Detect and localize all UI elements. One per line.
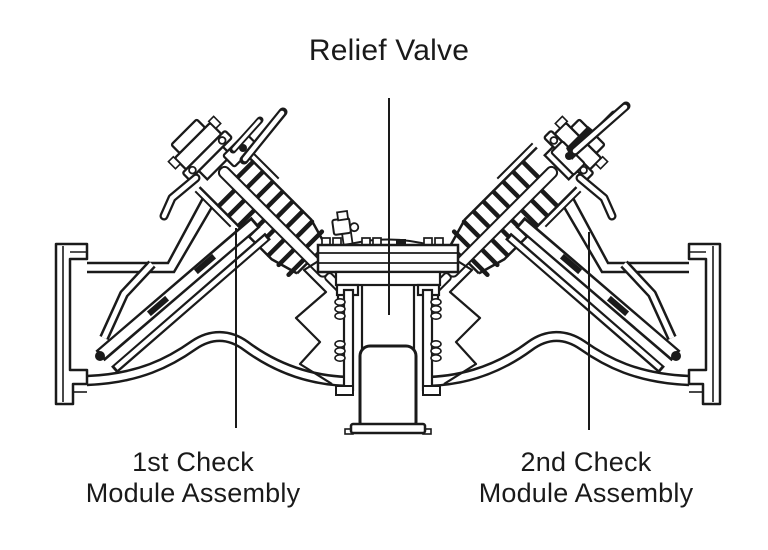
second-check-label-line2: Module Assembly	[478, 478, 694, 508]
leader-lines	[235, 98, 590, 430]
first-check-label-line2: Module Assembly	[85, 478, 301, 508]
first-check-label: 1st Check Module Assembly	[33, 447, 353, 509]
second-check-label: 2nd Check Module Assembly	[426, 447, 746, 509]
test-cock-fitting	[331, 210, 360, 246]
right-lever	[550, 101, 631, 176]
relief-piston	[358, 344, 418, 434]
first-check-label-line1: 1st Check	[132, 447, 254, 477]
relief-valve-label: Relief Valve	[229, 33, 549, 69]
relief-base-flange	[349, 422, 427, 435]
second-check-label-line1: 2nd Check	[520, 447, 652, 477]
relief-valve-label-text: Relief Valve	[308, 34, 470, 67]
left-lever	[222, 107, 288, 168]
body-bolts	[334, 297, 442, 362]
